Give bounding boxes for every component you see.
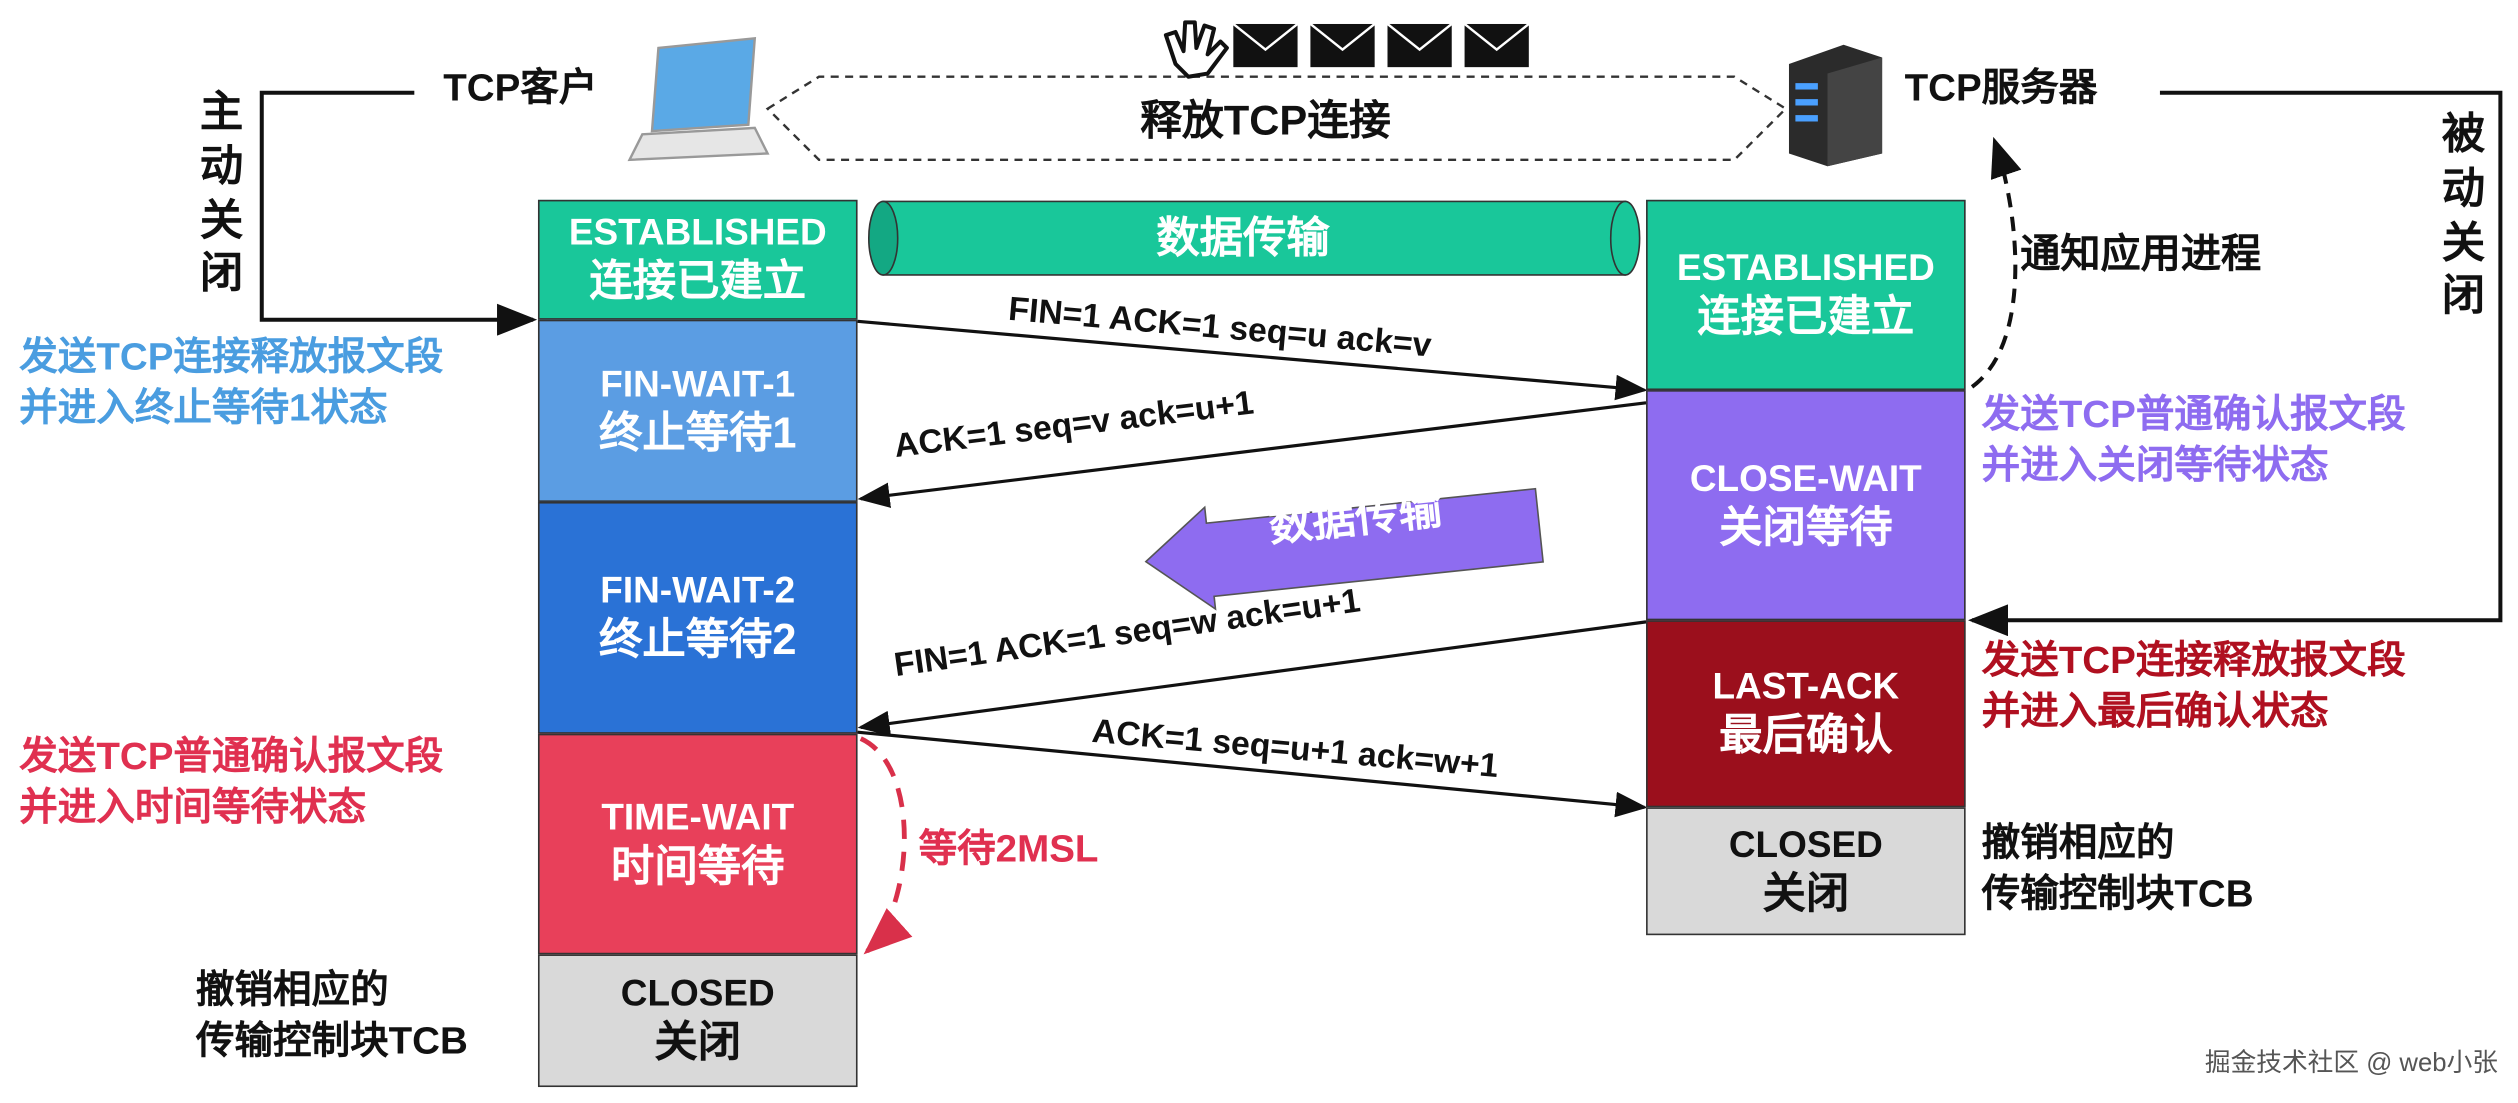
server-note-release-tcb: 撤销相应的传输控制块TCB <box>1981 821 2254 917</box>
laptop-icon <box>627 37 770 162</box>
state-name-en: CLOSE-WAIT <box>1689 456 1922 499</box>
notify-app-label: 通知应用进程 <box>2020 231 2262 277</box>
state-name-zh: 关闭 <box>654 1018 742 1067</box>
data-transfer-arrow <box>1144 487 1545 611</box>
active-close-label: 主动关闭 <box>199 87 244 298</box>
state-name-zh: 关闭 <box>1762 868 1850 917</box>
state-name-zh: 最后确认 <box>1719 711 1893 760</box>
state-name-zh: 终止等待1 <box>598 408 797 457</box>
state-name-zh: 终止等待2 <box>598 615 797 664</box>
wait-2msl-arrow <box>859 736 913 955</box>
state-name-zh: 时间等待 <box>611 841 785 890</box>
state-name-en: TIME-WAIT <box>601 795 795 838</box>
ack2-arrow <box>857 730 1648 818</box>
state-name-zh: 关闭等待 <box>1719 502 1893 551</box>
data-transfer-label-1: 数据传输 <box>1156 214 1330 263</box>
state-name-en: FIN-WAIT-2 <box>600 569 796 612</box>
state-name-en: ESTABLISHED <box>568 211 827 253</box>
state-name-zh: 连接已建立 <box>1697 292 1915 341</box>
passive-close-line <box>1968 90 2503 637</box>
fin2-arrow <box>857 620 1647 737</box>
state-name-en: CLOSED <box>1728 822 1883 865</box>
client-note-release-tcb: 撤销相应的传输控制块TCB <box>195 968 468 1064</box>
server-note-send-ack: 发送TCP普通确认报文段并进入关闭等待状态 <box>1981 393 2406 489</box>
state-name-en: LAST-ACK <box>1712 665 1900 707</box>
release-dashed-arrow <box>765 75 1788 162</box>
fin1-arrow <box>857 319 1648 401</box>
notify-app-arrow <box>1970 136 2022 389</box>
server-title: TCP服务器 <box>1904 67 2098 111</box>
active-close-line <box>259 90 538 336</box>
client-note-send-fin: 发送TCP连接释放报文段并进入终止等待1状态 <box>19 335 444 431</box>
wait-2msl-label: 等待2MSL <box>918 828 1099 872</box>
data-transfer-cylinder <box>867 200 1641 276</box>
client-title: TCP客户 <box>443 67 598 111</box>
envelope-icons <box>1232 23 1530 68</box>
ack1-arrow <box>857 401 1647 508</box>
state-name-en: ESTABLISHED <box>1676 246 1935 289</box>
state-name-en: CLOSED <box>620 972 775 1014</box>
passive-close-label: 被动关闭 <box>2441 110 2486 321</box>
server-icon <box>1788 44 1883 167</box>
watermark: 掘金技术社区 @ web小张 <box>2204 1050 2498 1078</box>
state-name-zh: 连接已建立 <box>589 257 807 306</box>
release-connection-label: 释放TCP连接 <box>1140 95 1391 144</box>
waving-hand-icon <box>1163 20 1229 79</box>
server-note-send-fin: 发送TCP连接释放报文段并进入最后确认状态 <box>1981 639 2406 735</box>
state-name-en: FIN-WAIT-1 <box>600 362 796 405</box>
client-note-send-ack: 发送TCP普通确认报文段并进入时间等待状态 <box>19 735 444 831</box>
